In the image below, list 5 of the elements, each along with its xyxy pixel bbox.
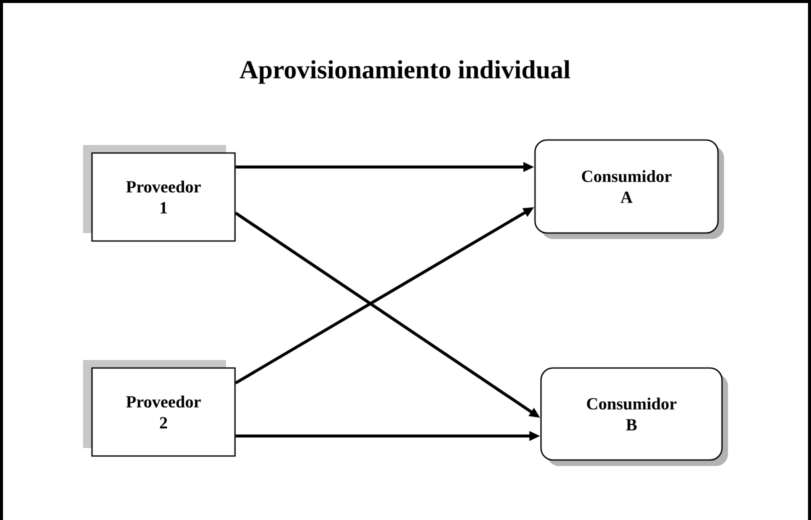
rounded-box: Consumidor B: [540, 367, 728, 466]
process-box: Proveedor 1: [83, 145, 236, 242]
process-box: Proveedor 2: [83, 360, 236, 457]
rounded-box: Consumidor A: [534, 139, 724, 239]
title: Aprovisionamiento individual: [240, 60, 570, 84]
